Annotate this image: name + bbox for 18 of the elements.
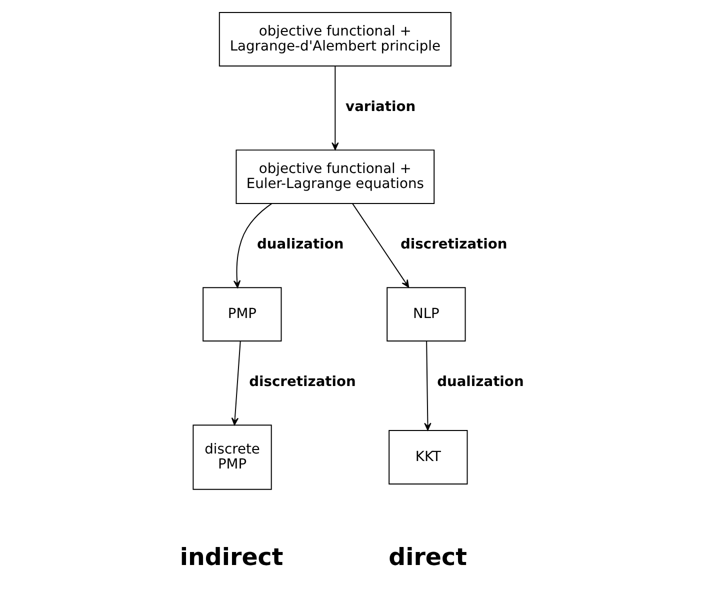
node-box: objective functional + Lagrange-d'Alembert principle bbox=[218, 12, 452, 66]
arrow bbox=[424, 340, 432, 431]
edge-label: discretization bbox=[249, 374, 356, 390]
edge-label: variation bbox=[346, 99, 416, 116]
arrow bbox=[332, 66, 339, 150]
edge-label: dualization bbox=[257, 236, 344, 253]
node-box: PMP bbox=[202, 287, 282, 342]
edge-label: discretization bbox=[400, 236, 508, 253]
edge-label: dualization bbox=[437, 374, 524, 390]
arrow bbox=[231, 340, 241, 426]
arrow bbox=[233, 203, 272, 288]
node-box: objective functional + Euler-Lagrange equations bbox=[236, 150, 435, 204]
node-box: KKT bbox=[388, 430, 468, 484]
arrow bbox=[352, 203, 410, 288]
label: direct bbox=[388, 542, 467, 571]
node-box: NLP bbox=[386, 287, 466, 342]
label: indirect bbox=[180, 542, 284, 571]
node-box: discrete PMP bbox=[192, 424, 272, 490]
